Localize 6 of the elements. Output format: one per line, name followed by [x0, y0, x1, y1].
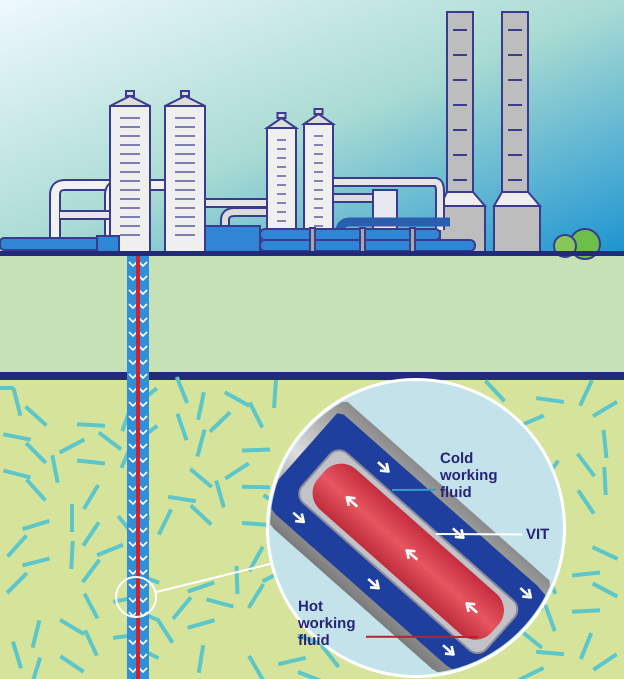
leader-line — [366, 636, 478, 638]
callout-label: Cold working fluid — [440, 450, 499, 501]
connector-line — [156, 562, 271, 593]
callout-label: VIT — [526, 526, 550, 543]
callout-label: Hot working fluid — [298, 598, 357, 649]
leader-line — [436, 533, 522, 536]
